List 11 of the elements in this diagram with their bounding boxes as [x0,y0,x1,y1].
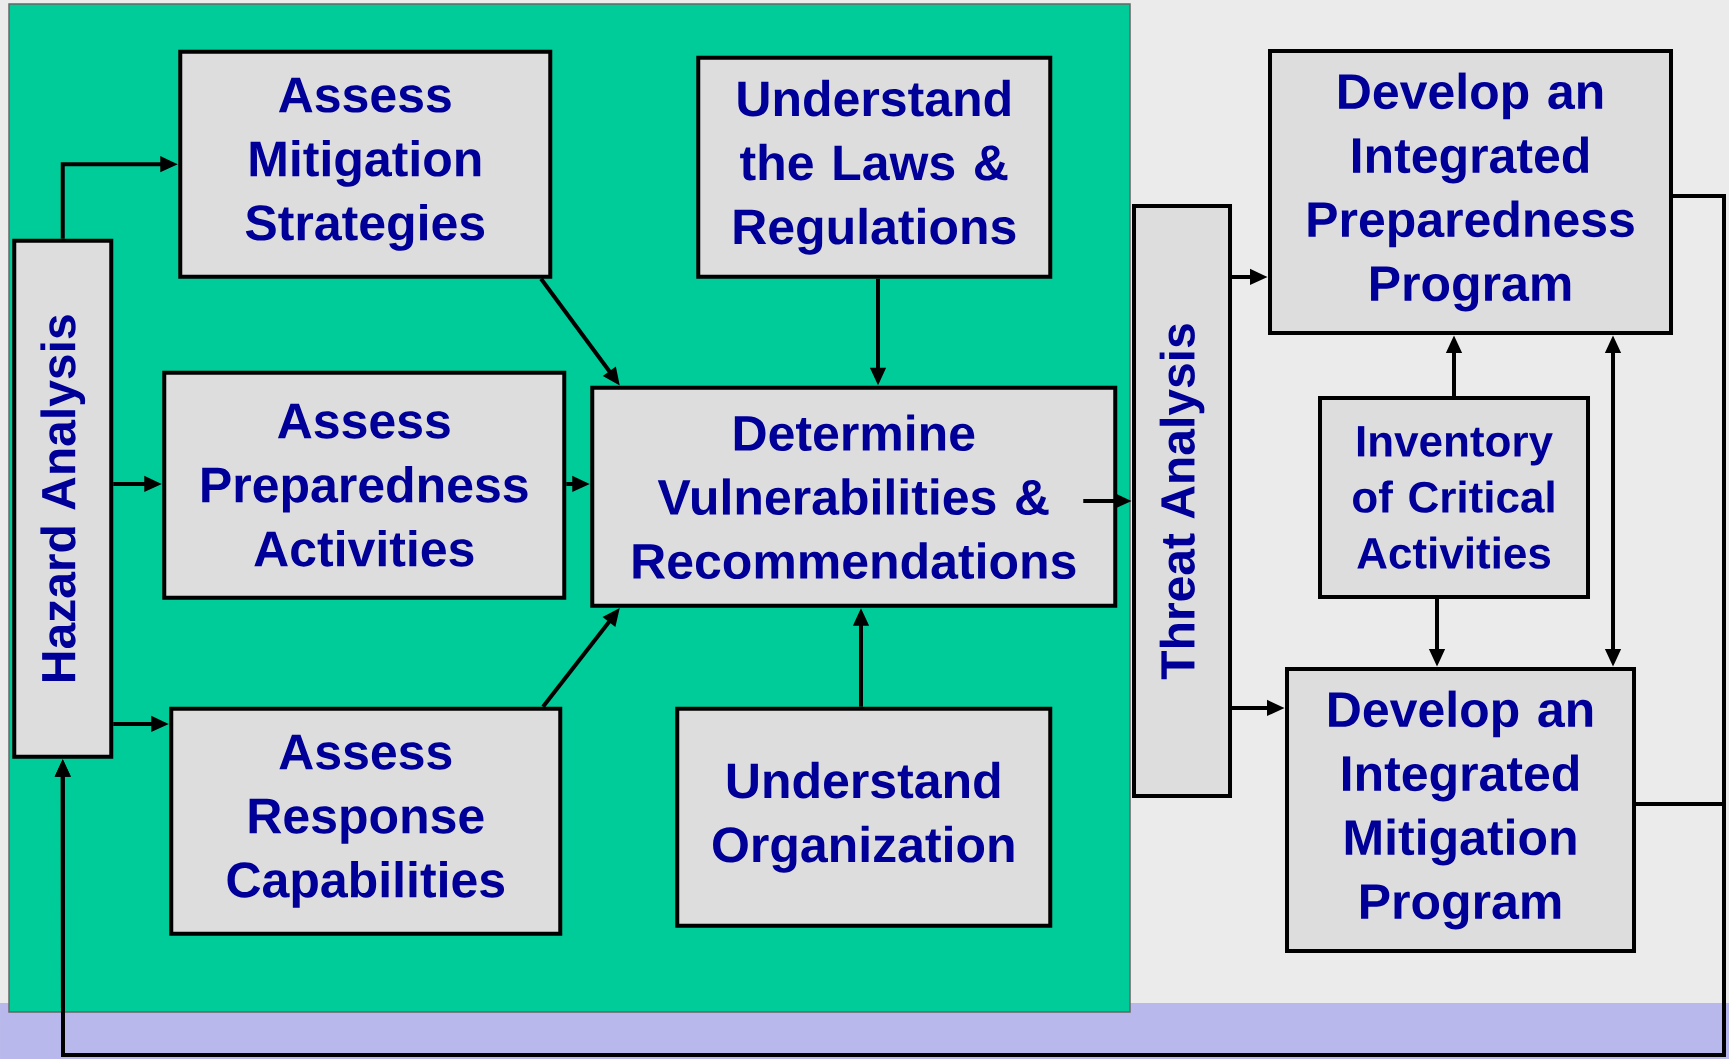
side-bar: Threat Analysis [1132,204,1232,798]
process-box: Assess Mitigation Strategies [178,49,553,279]
process-box: Assess Preparedness Activities [162,370,567,600]
process-box: Inventory of Critical Activities [1318,396,1590,599]
process-box: Determine Vulnerabilities & Recommendations [590,385,1118,608]
process-box: Develop an Integrated Preparedness Program [1268,49,1673,335]
process-box: Understand Organization [675,706,1053,928]
process-box: Develop an Integrated Mitigation Program [1285,667,1636,953]
process-box: Understand the Laws & Regulations [696,55,1053,279]
side-bar: Hazard Analysis [12,238,114,759]
process-box: Assess Response Capabilities [169,706,563,936]
